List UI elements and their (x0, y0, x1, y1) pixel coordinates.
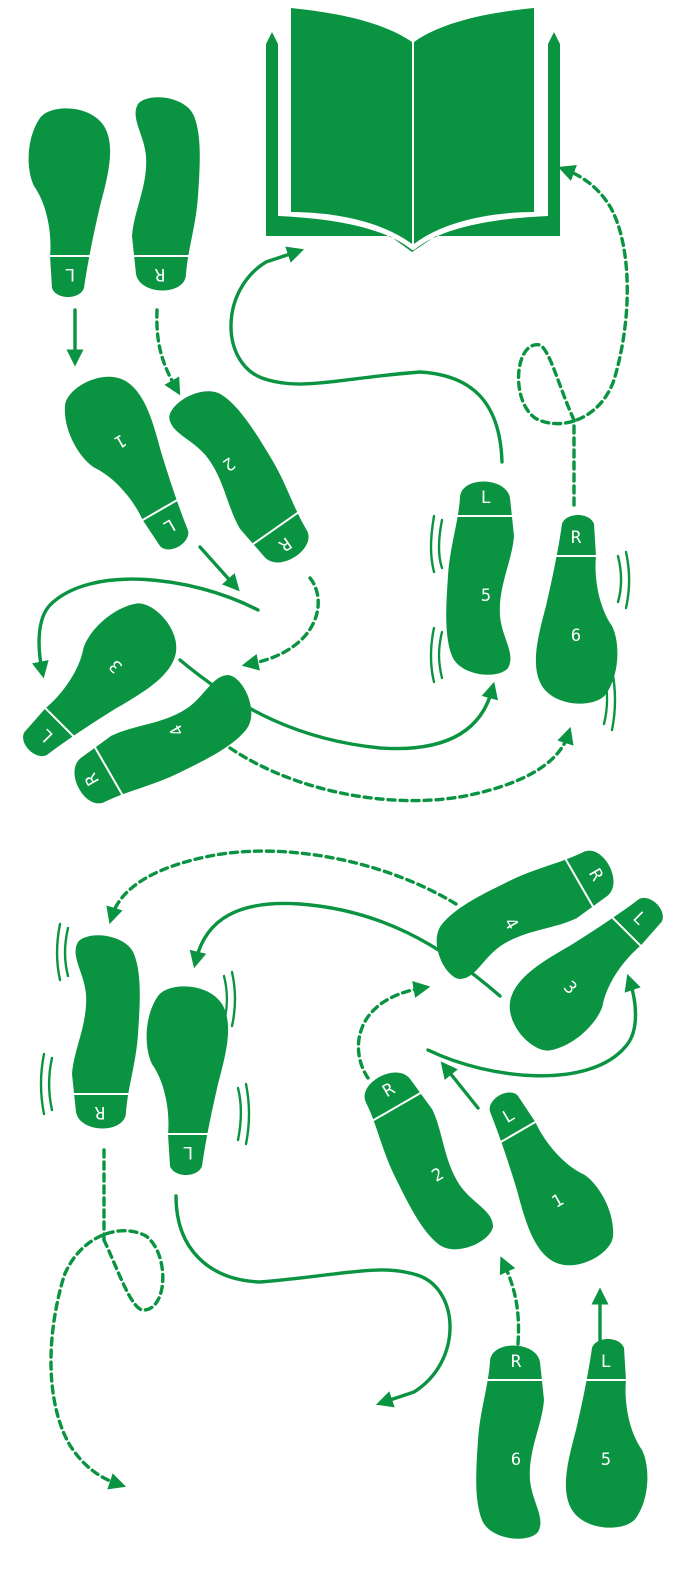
arrow-icon (358, 988, 422, 1078)
step-number-label: 6 (511, 1450, 521, 1470)
arrow-icon (51, 1231, 163, 1484)
arrow-icon (176, 1196, 450, 1402)
foot-side-label: L (183, 1142, 193, 1162)
footprint-r-step-2: R2 (346, 1062, 501, 1263)
arrow-icon (231, 252, 502, 462)
vibration-mark-icon (431, 516, 442, 572)
footprint-icon (446, 482, 514, 675)
footprint-r-start: R (72, 935, 140, 1128)
arrow-icon (112, 851, 456, 916)
vibration-mark-icon (431, 628, 442, 682)
foot-side-label: L (65, 264, 75, 284)
foot-side-label: R (154, 264, 165, 284)
footprint-l-step-5: L5 (446, 482, 514, 675)
vibration-mark-icon (238, 1084, 249, 1144)
step-number-label: 6 (571, 626, 581, 646)
vibration-mark-icon (224, 972, 235, 1026)
footprint-icon (476, 1346, 544, 1539)
foot-side-label: L (481, 488, 491, 508)
step-number-label: 5 (601, 1450, 611, 1470)
arrow-icon (230, 735, 568, 801)
footprint-l-start: L (147, 986, 229, 1175)
foot-side-label: R (94, 1102, 105, 1122)
vibration-mark-icon (57, 924, 68, 980)
footprint-icon (346, 1062, 501, 1263)
footprint-l-step-1: L1 (50, 362, 215, 566)
footprint-l-step-1: L1 (463, 1076, 628, 1280)
arrow-icon (250, 578, 318, 664)
arrow-icon (504, 1264, 518, 1344)
step-number-label: 5 (481, 586, 491, 606)
book-icon (266, 8, 560, 252)
footprint-icon (72, 935, 140, 1128)
arrow-icon (157, 310, 176, 388)
footprint-l-start: L (29, 108, 111, 297)
footprint-r-step-2: R2 (160, 376, 326, 573)
arrow-icon (200, 547, 234, 585)
footprint-icon (50, 362, 215, 566)
foot-side-label: L (601, 1352, 611, 1372)
footprint-l-step-5: L5 (566, 1339, 648, 1528)
footprint-icon (160, 376, 326, 573)
footprint-icon (132, 97, 200, 290)
arrow-icon (519, 170, 628, 424)
footprint-r-step-6: R6 (476, 1346, 544, 1539)
foot-side-label: R (571, 528, 582, 548)
vibration-mark-icon (618, 552, 629, 608)
vibration-mark-icon (41, 1054, 52, 1114)
footprint-r-start: R (132, 97, 200, 290)
footprint-icon (463, 1076, 628, 1280)
arrow-icon (446, 1068, 478, 1108)
foot-side-label: R (511, 1352, 522, 1372)
